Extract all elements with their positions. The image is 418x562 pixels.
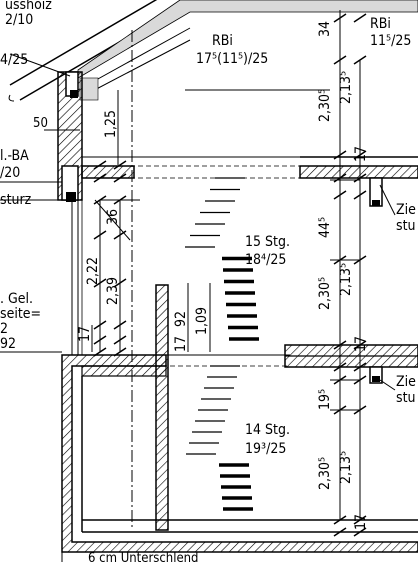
label-rbi-left: RBi — [212, 33, 233, 49]
label-stu-1: stu — [396, 218, 415, 234]
dimension-tick — [93, 173, 107, 183]
dimension-tick — [333, 515, 347, 525]
dimension-tick — [93, 160, 107, 170]
dim-2305b: 2,30⁵ — [317, 277, 333, 310]
dimension-tick — [93, 195, 107, 205]
dimension-tick — [93, 320, 107, 330]
label-left-50: 50 — [33, 116, 48, 131]
dimension-tick — [353, 55, 367, 65]
stair-lower — [186, 365, 253, 511]
dim-109: 1,09 — [194, 307, 210, 335]
dimension-tick — [333, 362, 347, 372]
dimension-tick — [113, 278, 127, 288]
dimension-tick — [353, 190, 367, 200]
label-gel-4: 92 — [0, 336, 16, 352]
label-ba-size: /20 — [0, 165, 20, 181]
dimension-tick — [333, 150, 347, 160]
dim-2135c: 2,13⁵ — [338, 451, 354, 484]
label-zie-1: Zie — [396, 202, 416, 218]
dimension-texts: 1,25 36 2,22 2,39 17 17 92 1,09 34 2,30⁵… — [77, 21, 369, 530]
dimension-tick — [353, 150, 367, 160]
dimension-tick — [353, 375, 367, 385]
dim-92: 92 — [173, 311, 189, 327]
label-purlin-top: usshoiz — [5, 0, 52, 13]
dim-445: 44⁵ — [317, 217, 333, 238]
dimension-tick — [93, 347, 107, 357]
dim-17b: 17 — [173, 336, 189, 352]
dimension-tick — [333, 13, 347, 23]
label-ba: l.-BA — [0, 148, 29, 164]
label-stairs-upper-dim: 18⁴/25 — [245, 252, 286, 268]
dimension-tick — [93, 230, 107, 240]
dim-17c: 17 — [353, 146, 369, 162]
label-stairs-upper-count: 15 Stg. — [245, 234, 290, 250]
label-left-dim-top: 4/25 — [0, 52, 28, 68]
dim-125: 1,25 — [103, 110, 119, 138]
dimension-tick — [333, 255, 347, 265]
label-rbi-right-dim: 11⁵/25 — [370, 33, 411, 49]
label-gel-2: seite= — [0, 306, 41, 322]
dimension-tick — [113, 347, 127, 357]
dimension-tick — [113, 335, 127, 345]
dimension-tick — [333, 190, 347, 200]
dim-17a: 17 — [77, 326, 93, 342]
dimension-lines — [0, 10, 396, 520]
label-stu-2: stu — [396, 390, 415, 406]
label-gel-3: 2 — [0, 321, 8, 337]
label-bottom-note: 6 cm Unterschlend — [88, 551, 198, 562]
dimension-tick — [353, 515, 367, 525]
dim-222: 2,22 — [85, 257, 101, 285]
dimension-tick — [113, 195, 127, 205]
dimension-tick — [333, 55, 347, 65]
dimension-tick — [333, 340, 347, 350]
dim-239: 2,39 — [105, 277, 121, 305]
dim-195: 19⁵ — [317, 389, 333, 410]
dimension-tick — [113, 230, 127, 240]
dimension-tick — [93, 335, 107, 345]
dimension-tick — [353, 340, 367, 350]
dim-36: 36 — [105, 209, 121, 225]
dimension-tick — [353, 362, 367, 372]
middle-floor-slab — [62, 344, 418, 384]
dimension-tick — [113, 160, 127, 170]
dimension-tick — [353, 527, 367, 537]
dim-2135a: 2,13⁵ — [338, 71, 354, 104]
dimension-tick — [353, 173, 367, 183]
dimension-tick — [333, 405, 347, 415]
basement-walls — [61, 354, 418, 562]
dim-2305c: 2,30⁵ — [317, 457, 333, 490]
dimension-tick — [333, 375, 347, 385]
dimension-tick — [333, 173, 347, 183]
dim-17e: 17 — [353, 514, 369, 530]
label-stairs-lower-count: 14 Stg. — [245, 422, 290, 438]
dim-34: 34 — [317, 21, 333, 37]
label-stairs-lower-dim: 19³/25 — [245, 441, 286, 457]
central-post — [155, 284, 169, 531]
label-gel-1: . Gel. — [0, 291, 33, 307]
label-zie-2: Zie — [396, 374, 416, 390]
label-lintel: sturz — [0, 192, 32, 208]
dimension-ticks — [93, 13, 367, 537]
dimension-tick — [113, 173, 127, 183]
dim-2135b: 2,13⁵ — [338, 263, 354, 296]
dim-2305a: 2,30⁵ — [317, 89, 333, 122]
roof — [8, 0, 418, 102]
label-purlin-size: 2/10 — [5, 12, 33, 28]
dimension-tick — [353, 13, 367, 23]
dimension-tick — [93, 278, 107, 288]
left-wall-upper — [57, 71, 83, 202]
dimension-tick — [113, 320, 127, 330]
stair-upper — [185, 177, 259, 341]
dim-17d: 17 — [353, 336, 369, 352]
dimension-tick — [353, 405, 367, 415]
label-rbi-left-dim: 17⁵(11⁵)/25 — [196, 51, 268, 67]
label-rbi-right: RBi — [370, 16, 391, 32]
guide-lines — [71, 200, 83, 355]
dimension-tick — [333, 527, 347, 537]
dimension-tick — [353, 255, 367, 265]
